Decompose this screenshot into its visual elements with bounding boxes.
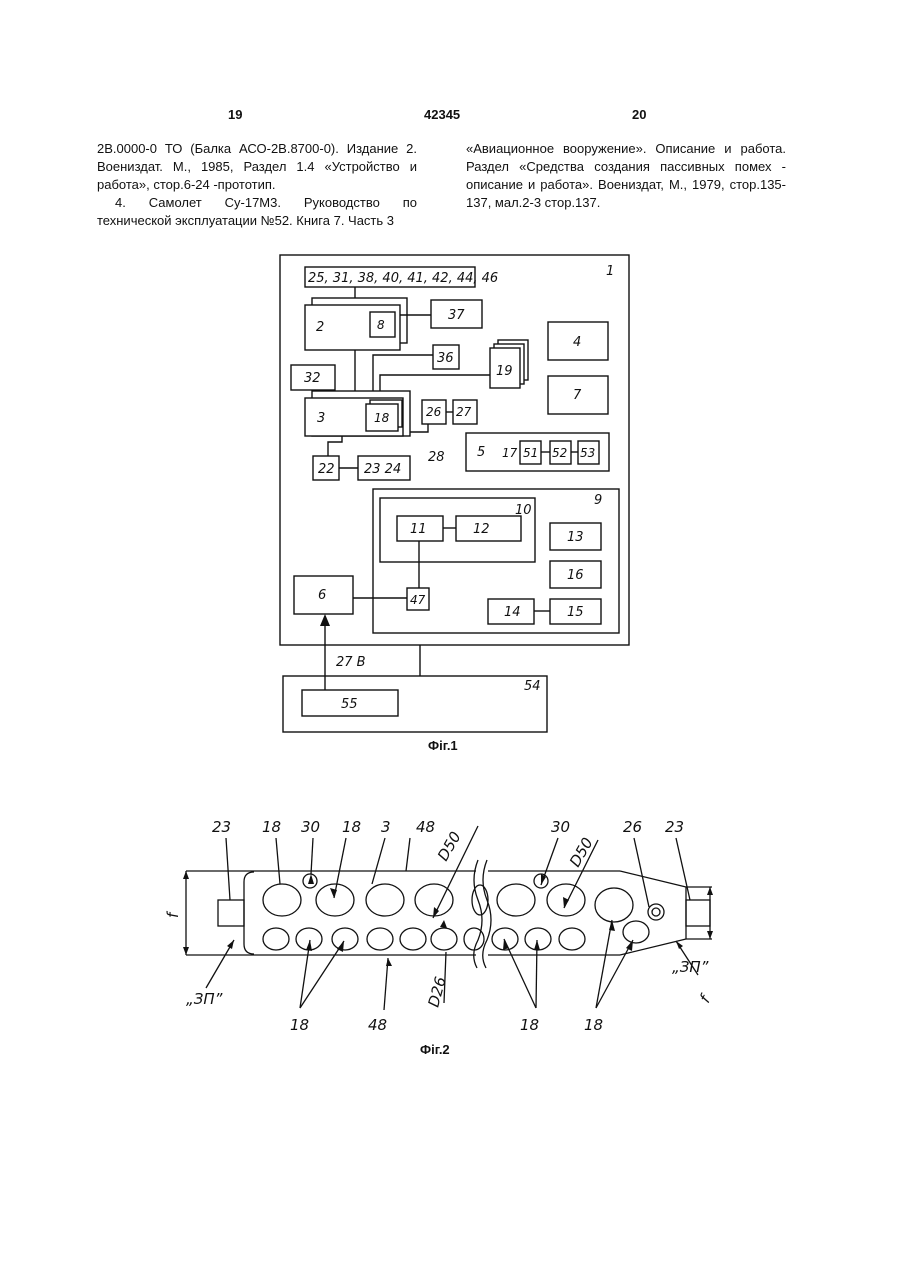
figure-2-caption: Фіг.2 [420,1042,450,1057]
fig2-label-26: 26 [623,818,642,836]
fig2-label-f-left: f [164,910,182,918]
fig2-label-18-b: 18 [342,818,361,836]
fig2-label-d26: D26 [424,975,449,1009]
fig2-label-18-c: 18 [290,1016,309,1034]
fig2-label-48-top: 48 [416,818,435,836]
fig2-label-zp-right: „ЗП” [672,958,709,976]
fig2-label-30-b: 30 [551,818,570,836]
fig2-label-30-a: 30 [301,818,320,836]
fig2-label-48-bottom: 48 [368,1016,387,1034]
fig2-label-3: 3 [381,818,391,836]
fig2-label-23-right: 23 [665,818,684,836]
fig2-label-f-right: f [696,990,716,1006]
fig2-label-18-e: 18 [584,1016,603,1034]
fig2-label-18-a: 18 [262,818,281,836]
fig2-label-23-left: 23 [212,818,231,836]
fig2-label-zp-left: „ЗП” [186,990,223,1008]
fig2-label-18-d: 18 [520,1016,539,1034]
fig2-label-d50-a: D50 [434,828,465,864]
